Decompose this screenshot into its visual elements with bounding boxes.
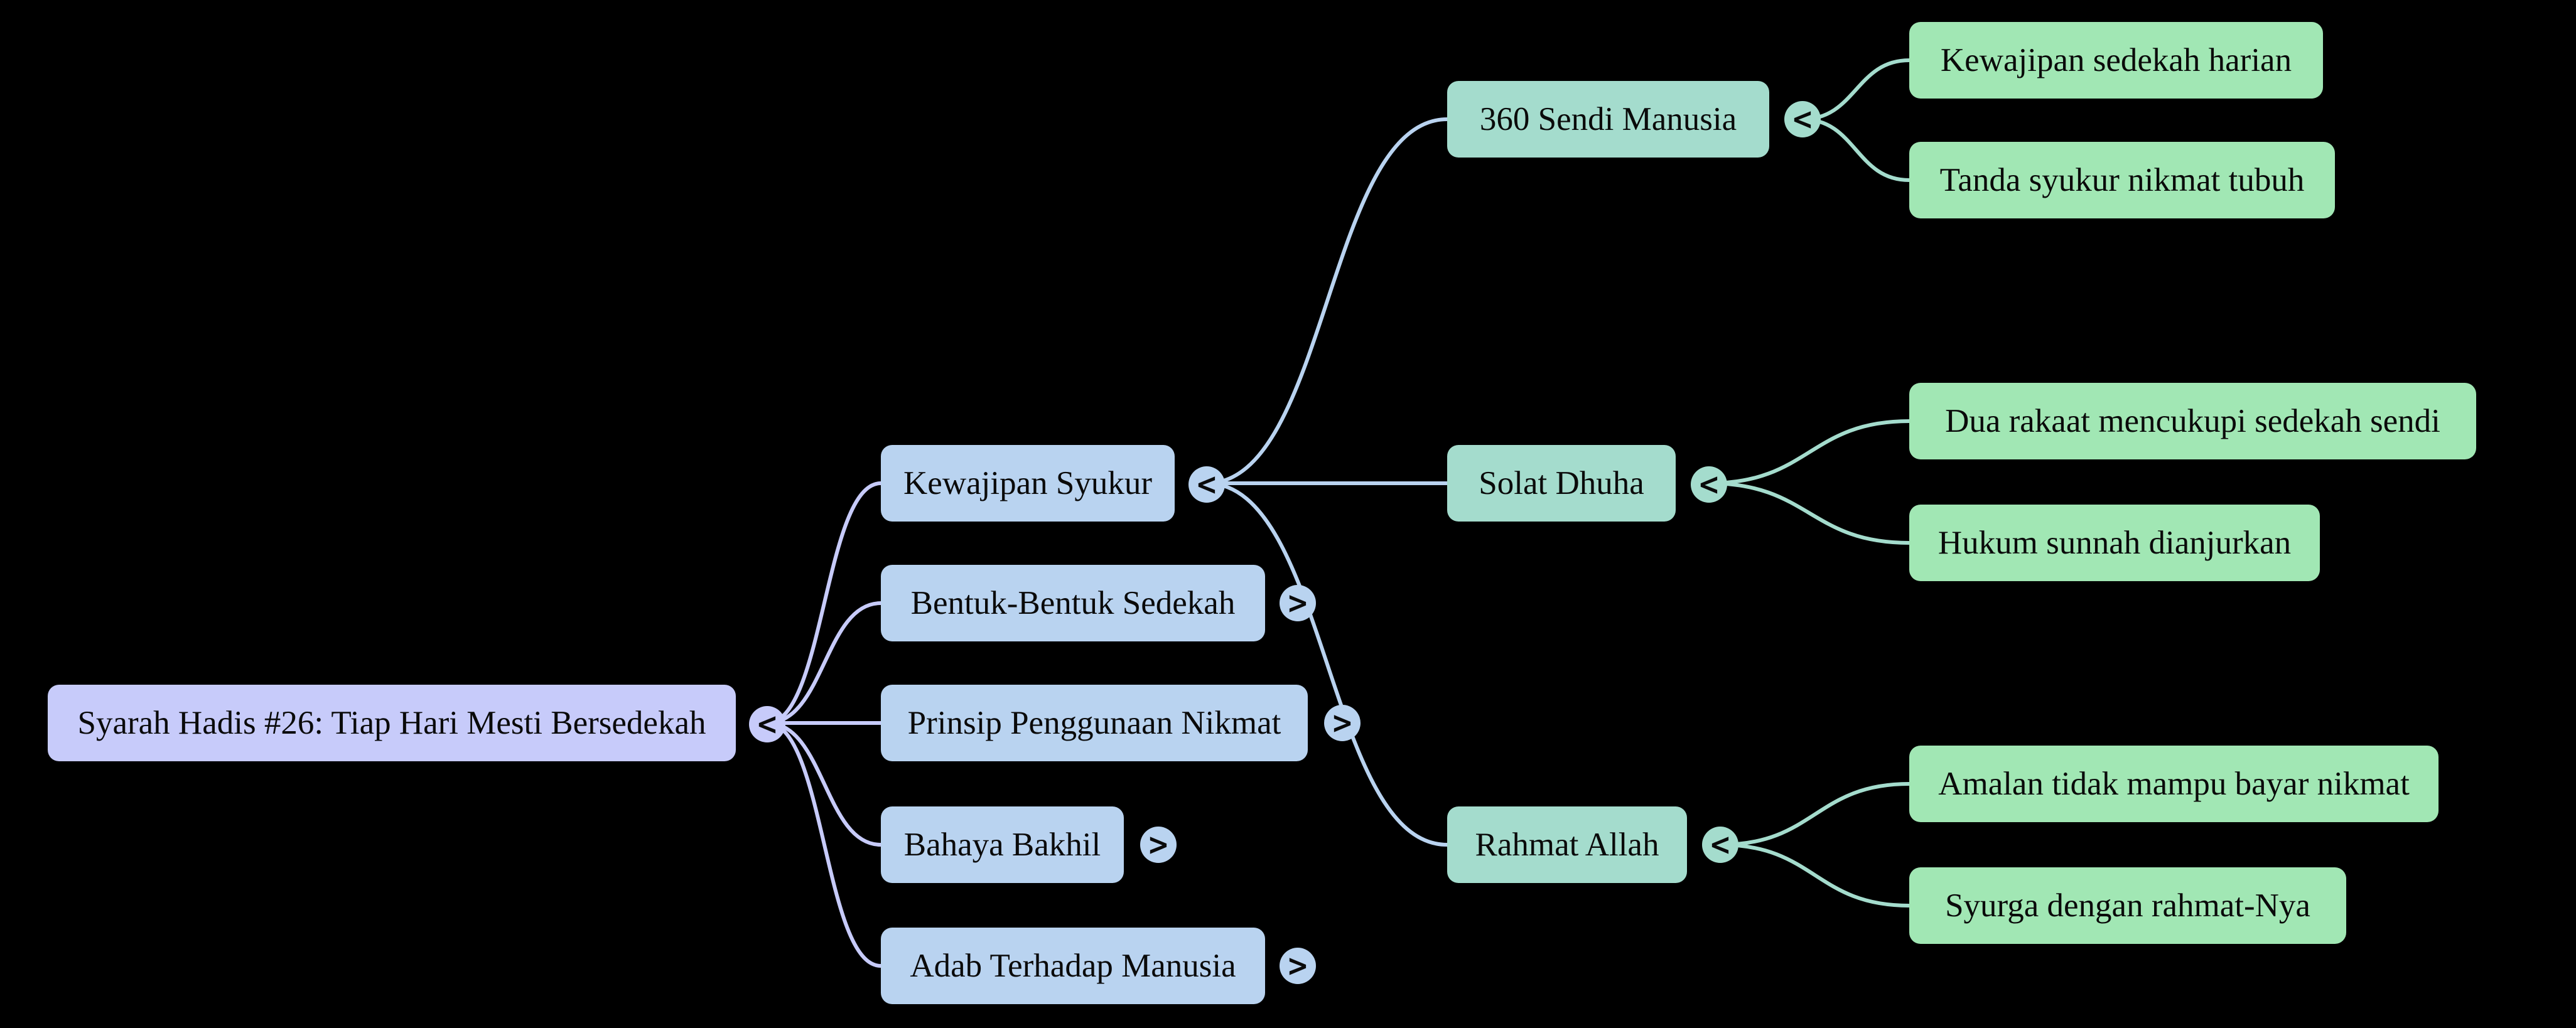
node-root[interactable]: Syarah Hadis #26: Tiap Hari Mesti Bersed… bbox=[48, 685, 736, 761]
link-root-bentuk-bentuk-sedekah bbox=[765, 601, 883, 725]
node-solat-dhuha[interactable]: Solat Dhuha bbox=[1447, 445, 1676, 522]
collapse-toggle-360-sendi-manusia[interactable]: < bbox=[1784, 101, 1821, 137]
node-syurga-dengan-rahmat-nya[interactable]: Syurga dengan rahmat-Nya bbox=[1909, 867, 2346, 944]
chevron-left-icon: < bbox=[1709, 827, 1732, 862]
link-root-adab-terhadap-manusia bbox=[765, 721, 883, 968]
chevron-left-icon: < bbox=[1698, 466, 1720, 502]
node-kewajipan-sedekah-harian[interactable]: Kewajipan sedekah harian bbox=[1909, 22, 2323, 99]
collapse-toggle-solat-dhuha[interactable]: < bbox=[1691, 466, 1727, 503]
node-label: Prinsip Penggunaan Nikmat bbox=[907, 705, 1281, 741]
node-label: Kewajipan sedekah harian bbox=[1940, 42, 2292, 78]
node-hukum-sunnah-dianjurkan[interactable]: Hukum sunnah dianjurkan bbox=[1909, 505, 2320, 581]
node-prinsip-penggunaan-nikmat[interactable]: Prinsip Penggunaan Nikmat bbox=[881, 685, 1308, 761]
node-label: Bahaya Bakhil bbox=[903, 827, 1101, 863]
node-label: Syurga dengan rahmat-Nya bbox=[1945, 887, 2310, 924]
link-solat-hukum-sunnah bbox=[1707, 481, 1911, 545]
node-kewajipan-syukur[interactable]: Kewajipan Syukur bbox=[881, 445, 1175, 522]
link-solat-dua-rakaat bbox=[1707, 419, 1911, 485]
chevron-right-icon: > bbox=[1286, 948, 1309, 983]
collapse-toggle-root[interactable]: < bbox=[749, 706, 785, 742]
node-bahaya-bakhil[interactable]: Bahaya Bakhil bbox=[881, 806, 1124, 883]
chevron-left-icon: < bbox=[756, 706, 779, 742]
node-360-sendi-manusia[interactable]: 360 Sendi Manusia bbox=[1447, 81, 1769, 158]
collapse-toggle-kewajipan-syukur[interactable]: < bbox=[1188, 466, 1225, 503]
chevron-right-icon: > bbox=[1147, 827, 1170, 862]
node-dua-rakaat-mencukupi-sedekah-sendi[interactable]: Dua rakaat mencukupi sedekah sendi bbox=[1909, 383, 2476, 459]
node-bentuk-bentuk-sedekah[interactable]: Bentuk-Bentuk Sedekah bbox=[881, 565, 1265, 641]
link-rahmat-amalan bbox=[1718, 782, 1911, 847]
node-root-label: Syarah Hadis #26: Tiap Hari Mesti Bersed… bbox=[77, 705, 706, 741]
chevron-right-icon: > bbox=[1331, 705, 1354, 741]
node-label: Bentuk-Bentuk Sedekah bbox=[910, 585, 1236, 621]
expand-toggle-prinsip-penggunaan-nikmat[interactable]: > bbox=[1324, 705, 1361, 741]
collapse-toggle-rahmat-allah[interactable]: < bbox=[1702, 827, 1738, 863]
expand-toggle-bentuk-bentuk-sedekah[interactable]: > bbox=[1280, 585, 1316, 621]
link-root-kewajipan-syukur bbox=[765, 481, 883, 725]
node-label: Rahmat Allah bbox=[1475, 827, 1659, 863]
node-tanda-syukur-nikmat-tubuh[interactable]: Tanda syukur nikmat tubuh bbox=[1909, 142, 2335, 218]
node-label: Tanda syukur nikmat tubuh bbox=[1939, 162, 2305, 198]
node-label: Dua rakaat mencukupi sedekah sendi bbox=[1945, 403, 2440, 439]
expand-toggle-bahaya-bakhil[interactable]: > bbox=[1140, 827, 1177, 863]
link-kewajipan-360-sendi bbox=[1205, 117, 1449, 485]
chevron-left-icon: < bbox=[1791, 101, 1814, 137]
link-root-bahaya-bakhil bbox=[765, 721, 883, 847]
node-adab-terhadap-manusia[interactable]: Adab Terhadap Manusia bbox=[881, 928, 1265, 1004]
link-rahmat-syurga bbox=[1718, 843, 1911, 908]
node-label: Solat Dhuha bbox=[1479, 465, 1644, 501]
chevron-left-icon: < bbox=[1195, 466, 1218, 502]
node-rahmat-allah[interactable]: Rahmat Allah bbox=[1447, 806, 1687, 883]
chevron-right-icon: > bbox=[1286, 585, 1309, 621]
link-360-tanda-syukur bbox=[1801, 117, 1911, 182]
expand-toggle-adab-terhadap-manusia[interactable]: > bbox=[1280, 948, 1316, 984]
node-label: Amalan tidak mampu bayar nikmat bbox=[1938, 766, 2410, 802]
node-label: Adab Terhadap Manusia bbox=[910, 948, 1236, 984]
node-label: Hukum sunnah dianjurkan bbox=[1937, 525, 2292, 561]
link-kewajipan-rahmat-allah bbox=[1205, 481, 1449, 847]
node-amalan-tidak-mampu-bayar-nikmat[interactable]: Amalan tidak mampu bayar nikmat bbox=[1909, 746, 2439, 822]
node-label: 360 Sendi Manusia bbox=[1479, 101, 1737, 137]
node-label: Kewajipan Syukur bbox=[903, 465, 1152, 501]
